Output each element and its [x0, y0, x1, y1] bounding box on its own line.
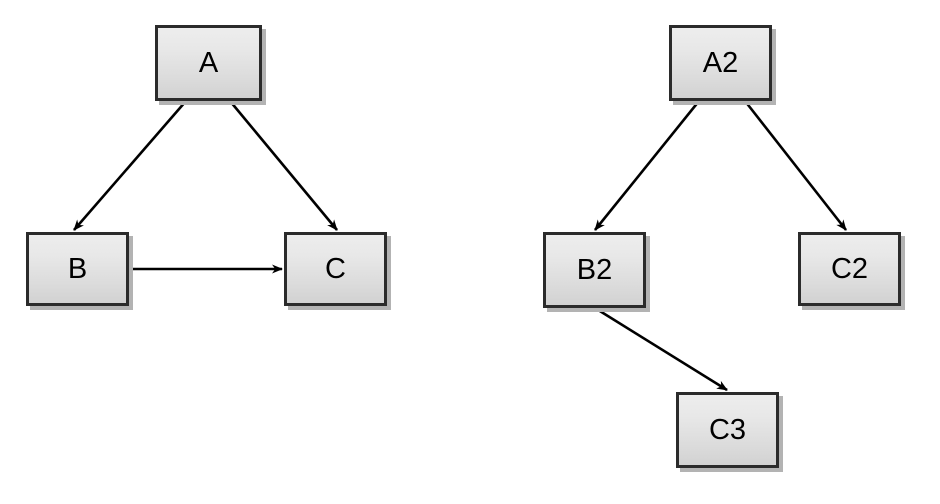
- node-label: B: [67, 252, 88, 285]
- node-label: B2: [576, 253, 613, 286]
- node-c3[interactable]: C3: [676, 392, 779, 468]
- edge-a-to-b: [73, 100, 187, 231]
- node-a2[interactable]: A2: [669, 25, 772, 101]
- node-label: C3: [708, 413, 747, 446]
- node-b[interactable]: B: [26, 232, 129, 306]
- node-label: A2: [702, 46, 739, 79]
- node-c2[interactable]: C2: [798, 232, 901, 306]
- edge-a-to-c: [228, 100, 339, 231]
- node-label: C2: [830, 252, 869, 285]
- edge-a2-to-c2: [743, 100, 848, 231]
- node-label: A: [198, 46, 219, 79]
- node-label: C: [325, 252, 346, 285]
- edge-a2-to-b2: [593, 100, 701, 231]
- node-b2[interactable]: B2: [543, 232, 646, 308]
- node-a[interactable]: A: [155, 25, 262, 101]
- edge-b2-to-c3: [594, 306, 728, 392]
- node-c[interactable]: C: [284, 232, 387, 306]
